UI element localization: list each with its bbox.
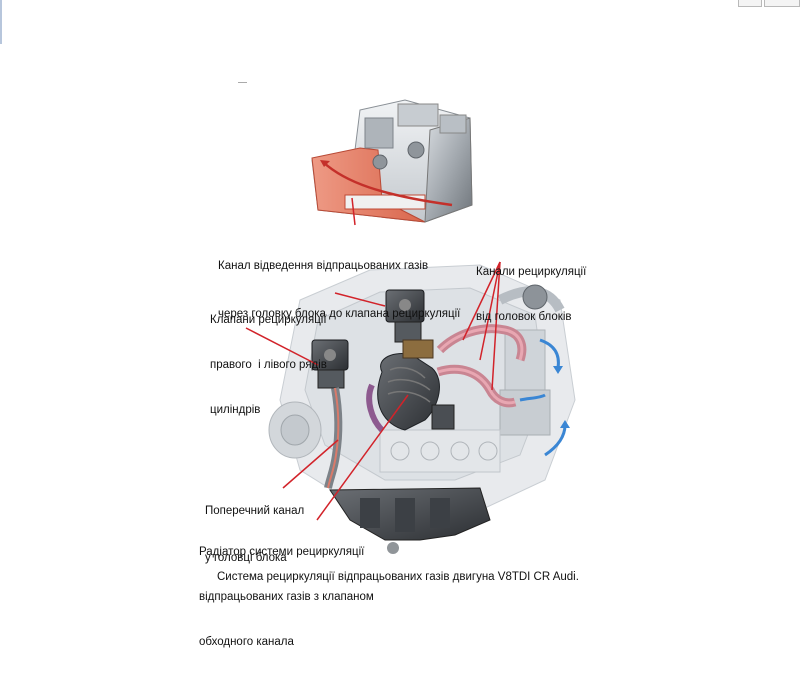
label-cross-channel-line2: у головці блока <box>205 552 287 564</box>
diagram-stage: Канал відведення відпрацьованих газів че… <box>0 0 800 648</box>
label-egr-radiator: Радіатор системи рециркуляції відпрацьов… <box>199 515 374 680</box>
cylinder-head-cutaway <box>311 99 473 223</box>
label-egr-radiator-line3: обходного канала <box>199 636 294 648</box>
label-exhaust-channel: Канал відведення відпрацьованих газів че… <box>218 229 460 352</box>
label-recirc-channels-line1: Канали рециркуляції <box>476 266 587 278</box>
divider <box>238 82 247 83</box>
figure-caption: Система рециркуляції відпрацьованих газі… <box>217 571 579 583</box>
callout-lines <box>245 197 501 521</box>
label-cross-channel: Поперечний канал у головці блока <box>205 474 304 596</box>
label-exhaust-channel-line2: через головку блока до клапана рециркуля… <box>218 308 461 320</box>
label-recirc-channels: Канали рециркуляції від головок блоків <box>476 235 586 355</box>
label-exhaust-channel-line1: Канал відведення відпрацьованих газів <box>218 260 429 272</box>
label-egr-valves-line3: циліндрів <box>210 404 261 416</box>
label-egr-valves-line1: Клапани рециркуляції <box>210 314 327 326</box>
restore-button[interactable] <box>738 0 762 7</box>
label-egr-valves: Клапани рециркуляції правого і лівого ря… <box>210 283 327 448</box>
label-cross-channel-line1: Поперечний канал <box>205 505 305 517</box>
label-recirc-channels-line2: від головок блоків <box>476 311 572 323</box>
label-egr-radiator-line2: відпрацьованих газів з клапаном <box>199 591 374 603</box>
v8-engine-body <box>268 264 576 554</box>
label-egr-valves-line2: правого і лівого рядів <box>210 359 327 371</box>
window-edge <box>0 0 2 44</box>
label-egr-radiator-line1: Радіатор системи рециркуляції <box>199 546 365 558</box>
engine-illustration <box>245 99 576 554</box>
